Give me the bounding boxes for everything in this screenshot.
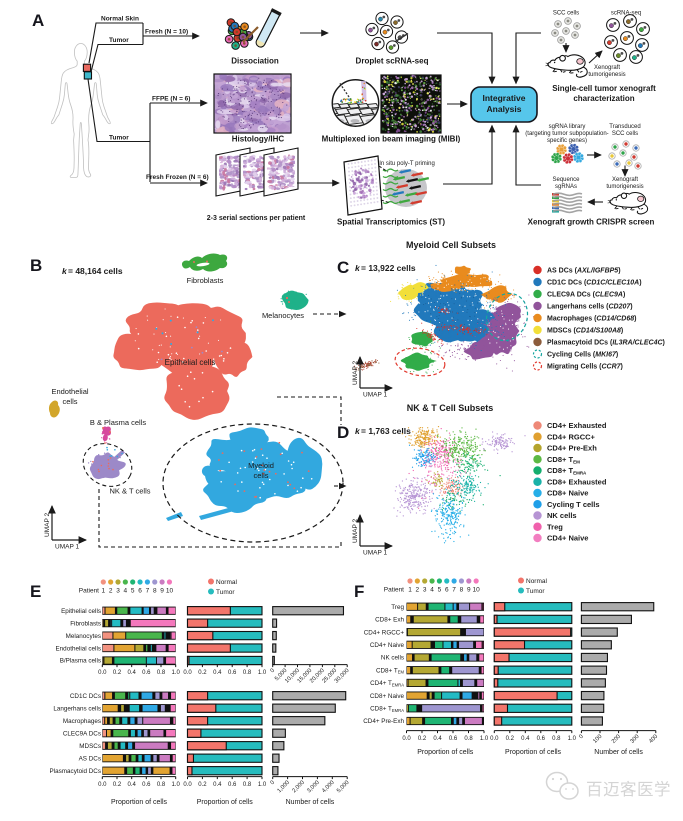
- svg-text:characterization: characterization: [573, 94, 634, 103]
- svg-text:NK & T cells: NK & T cells: [110, 487, 151, 496]
- svg-text:Myeloid: Myeloid: [248, 461, 274, 470]
- svg-text:B & Plasma cells: B & Plasma cells: [90, 418, 147, 427]
- svg-text:A: A: [32, 11, 44, 30]
- svg-text:UMAP 1: UMAP 1: [55, 544, 79, 551]
- svg-text:Macrophages (CD14/CD68): Macrophages (CD14/CD68): [547, 316, 637, 323]
- svg-text:Dissociation: Dissociation: [231, 57, 279, 66]
- svg-text:UMAP 2: UMAP 2: [44, 513, 51, 537]
- svg-text:UMAP 2: UMAP 2: [352, 361, 359, 385]
- svg-text:Plasmacytoid DCs (IL3RA/CLEC4C: Plasmacytoid DCs (IL3RA/CLEC4C): [547, 340, 665, 347]
- svg-text:SCC cells: SCC cells: [612, 131, 638, 137]
- svg-text:Tumor: Tumor: [109, 135, 129, 142]
- svg-text:Xenograft growth CRISPR screen: Xenograft growth CRISPR screen: [528, 218, 655, 227]
- svg-text:sgRNAs: sgRNAs: [555, 184, 577, 190]
- svg-text:= 1,763 cells: = 1,763 cells: [361, 426, 411, 436]
- svg-text:= 48,164 cells: = 48,164 cells: [68, 266, 123, 276]
- svg-text:Tumor: Tumor: [109, 37, 129, 44]
- svg-text:Xenograft: Xenograft: [612, 177, 638, 183]
- svg-text:CLEC9A DCs (CLEC9A): CLEC9A DCs (CLEC9A): [547, 292, 625, 299]
- svg-text:Sequence: Sequence: [552, 177, 580, 183]
- svg-text:Normal Skin: Normal Skin: [101, 16, 139, 23]
- svg-text:tumorigenesis: tumorigenesis: [606, 184, 643, 190]
- svg-text:Single-cell tumor xenograft: Single-cell tumor xenograft: [552, 84, 656, 93]
- svg-text:NK & T Cell Subsets: NK & T Cell Subsets: [407, 403, 494, 413]
- svg-text:Epithelial cells: Epithelial cells: [165, 358, 216, 367]
- svg-text:In situ poly-T priming: In situ poly-T priming: [379, 161, 435, 167]
- svg-text:Transduced: Transduced: [609, 124, 640, 130]
- svg-text:CD1C DCs (CD1C/CLEC10A): CD1C DCs (CD1C/CLEC10A): [547, 280, 642, 287]
- svg-text:2-3 serial sections per patien: 2-3 serial sections per patient: [207, 215, 306, 222]
- svg-text:Analysis: Analysis: [487, 104, 522, 114]
- svg-text:Histology/IHC: Histology/IHC: [232, 135, 285, 144]
- svg-text:MDSCs (CD14/S100A8): MDSCs (CD14/S100A8): [547, 328, 623, 335]
- svg-text:Fresh (N = 10): Fresh (N = 10): [145, 29, 188, 36]
- svg-text:UMAP 1: UMAP 1: [363, 392, 387, 399]
- svg-text:sgRNA library: sgRNA library: [549, 124, 586, 130]
- svg-text:cells: cells: [253, 471, 268, 480]
- svg-text:Endothelial: Endothelial: [51, 387, 88, 396]
- svg-text:Melanocytes: Melanocytes: [262, 311, 304, 320]
- svg-text:Droplet scRNA-seq: Droplet scRNA-seq: [356, 57, 429, 66]
- svg-text:= 13,922 cells: = 13,922 cells: [361, 263, 416, 273]
- svg-text:D: D: [337, 423, 349, 442]
- svg-text:Migrating Cells (CCR7): Migrating Cells (CCR7): [547, 364, 623, 371]
- svg-text:SCC cells: SCC cells: [553, 11, 579, 17]
- svg-text:Multiplexed ion beam imaging (: Multiplexed ion beam imaging (MIBI): [322, 135, 461, 144]
- svg-text:(targeting tumor subpopulation: (targeting tumor subpopulation-: [525, 131, 608, 137]
- svg-text:Cycling Cells (MKI67): Cycling Cells (MKI67): [547, 352, 618, 359]
- svg-text:cells: cells: [62, 397, 77, 406]
- svg-text:Integrative: Integrative: [483, 93, 526, 103]
- svg-text:Xenograft: Xenograft: [594, 65, 620, 71]
- svg-text:Myeloid Cell Subsets: Myeloid Cell Subsets: [406, 240, 496, 250]
- svg-text:B: B: [30, 256, 42, 275]
- svg-text:Fibroblasts: Fibroblasts: [187, 276, 224, 285]
- svg-text:Fresh Frozen (N = 6): Fresh Frozen (N = 6): [146, 174, 209, 181]
- svg-text:AS DCs (AXL/IGFBP5): AS DCs (AXL/IGFBP5): [547, 268, 621, 275]
- svg-text:tumorigenesis: tumorigenesis: [588, 72, 625, 78]
- svg-text:FFPE (N = 6): FFPE (N = 6): [152, 96, 190, 103]
- svg-text:Spatial Transcriptomics (ST): Spatial Transcriptomics (ST): [337, 218, 445, 227]
- svg-text:Langerhans cells (CD207): Langerhans cells (CD207): [547, 304, 633, 311]
- svg-text:C: C: [337, 258, 349, 277]
- svg-text:specific genes): specific genes): [547, 138, 587, 144]
